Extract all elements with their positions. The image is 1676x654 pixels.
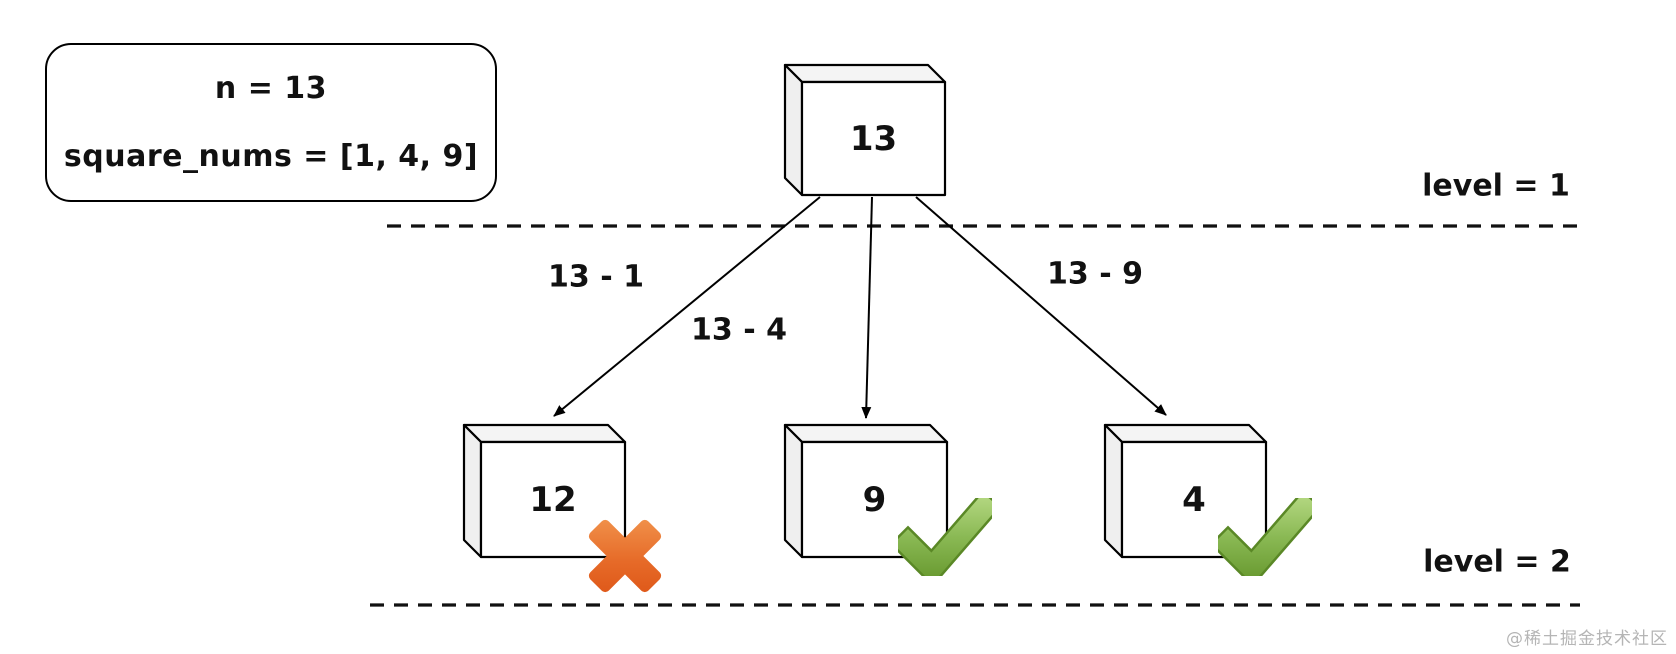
parameters-box: n = 13 square_nums = [1, 4, 9] [45, 43, 497, 202]
tree-edges [553, 196, 1167, 419]
edge-13-to-9 [861, 196, 873, 419]
check-mark-icon [898, 498, 992, 576]
node-box-12 [462, 423, 627, 559]
node-value-12: 12 [529, 479, 577, 520]
cross-mark-icon [588, 519, 662, 593]
edge-13-to-12 [553, 196, 821, 417]
edge-label-13-minus-4: 13 - 4 [687, 312, 791, 348]
edge-label-13-minus-1: 13 - 1 [544, 259, 648, 295]
param-n: n = 13 [214, 71, 328, 107]
edge-13-to-4 [915, 196, 1167, 416]
edge-label-13-minus-9: 13 - 9 [1043, 256, 1147, 292]
node-value-4: 4 [1182, 479, 1206, 520]
param-square-nums: square_nums = [1, 4, 9] [63, 138, 479, 174]
node-value-9: 9 [862, 479, 887, 520]
juejin-watermark: @稀土掘金技术社区 [1506, 629, 1668, 649]
node-box-root [783, 63, 947, 197]
node-box-4 [1103, 423, 1268, 559]
level-1-label: level = 1 [1422, 168, 1570, 204]
node-box-9 [783, 423, 949, 559]
level-2-label: level = 2 [1423, 544, 1571, 580]
check-mark-icon [1218, 498, 1312, 576]
node-value-root: 13 [849, 118, 898, 159]
